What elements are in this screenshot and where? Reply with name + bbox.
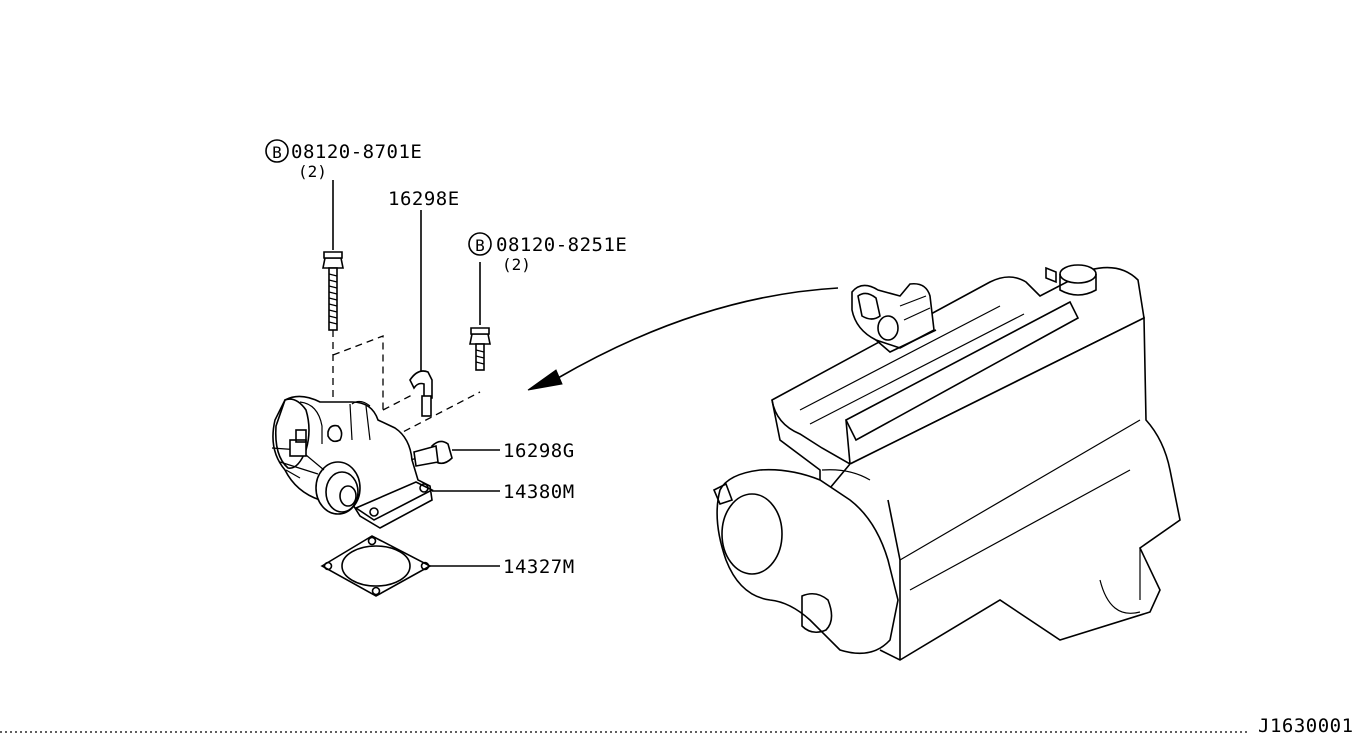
- bolt-b-badge-circle: [468, 232, 492, 256]
- gasket-part-number: 14327M: [503, 556, 575, 578]
- bolt-b-quantity: (2): [502, 255, 531, 274]
- bolt-b: B 08120-8251E (2): [468, 232, 627, 371]
- bolt-a-badge: B: [272, 143, 282, 162]
- clamp: 16298G: [413, 440, 575, 467]
- gasket: 14327M: [320, 535, 575, 597]
- bolt-a-badge-circle: [265, 139, 289, 163]
- engine-block: [712, 264, 1181, 661]
- hose: 16298E: [388, 188, 460, 417]
- bolt-b-part-number: 08120-8251E: [496, 234, 627, 256]
- hose-part-number: 16298E: [388, 188, 460, 210]
- bolt-b-badge: B: [475, 236, 485, 255]
- diagram-code: J1630001: [1258, 715, 1354, 736]
- bolt-a: B 08120-8701E (2): [265, 139, 422, 440]
- bolt-a-part-number: 08120-8701E: [291, 141, 422, 163]
- valve-part-number: 14380M: [503, 481, 575, 503]
- location-arrow: [527, 287, 839, 391]
- clamp-part-number: 16298G: [503, 440, 575, 462]
- egr-valve-assembly: 14380M: [271, 395, 575, 529]
- bolt-a-quantity: (2): [298, 162, 327, 181]
